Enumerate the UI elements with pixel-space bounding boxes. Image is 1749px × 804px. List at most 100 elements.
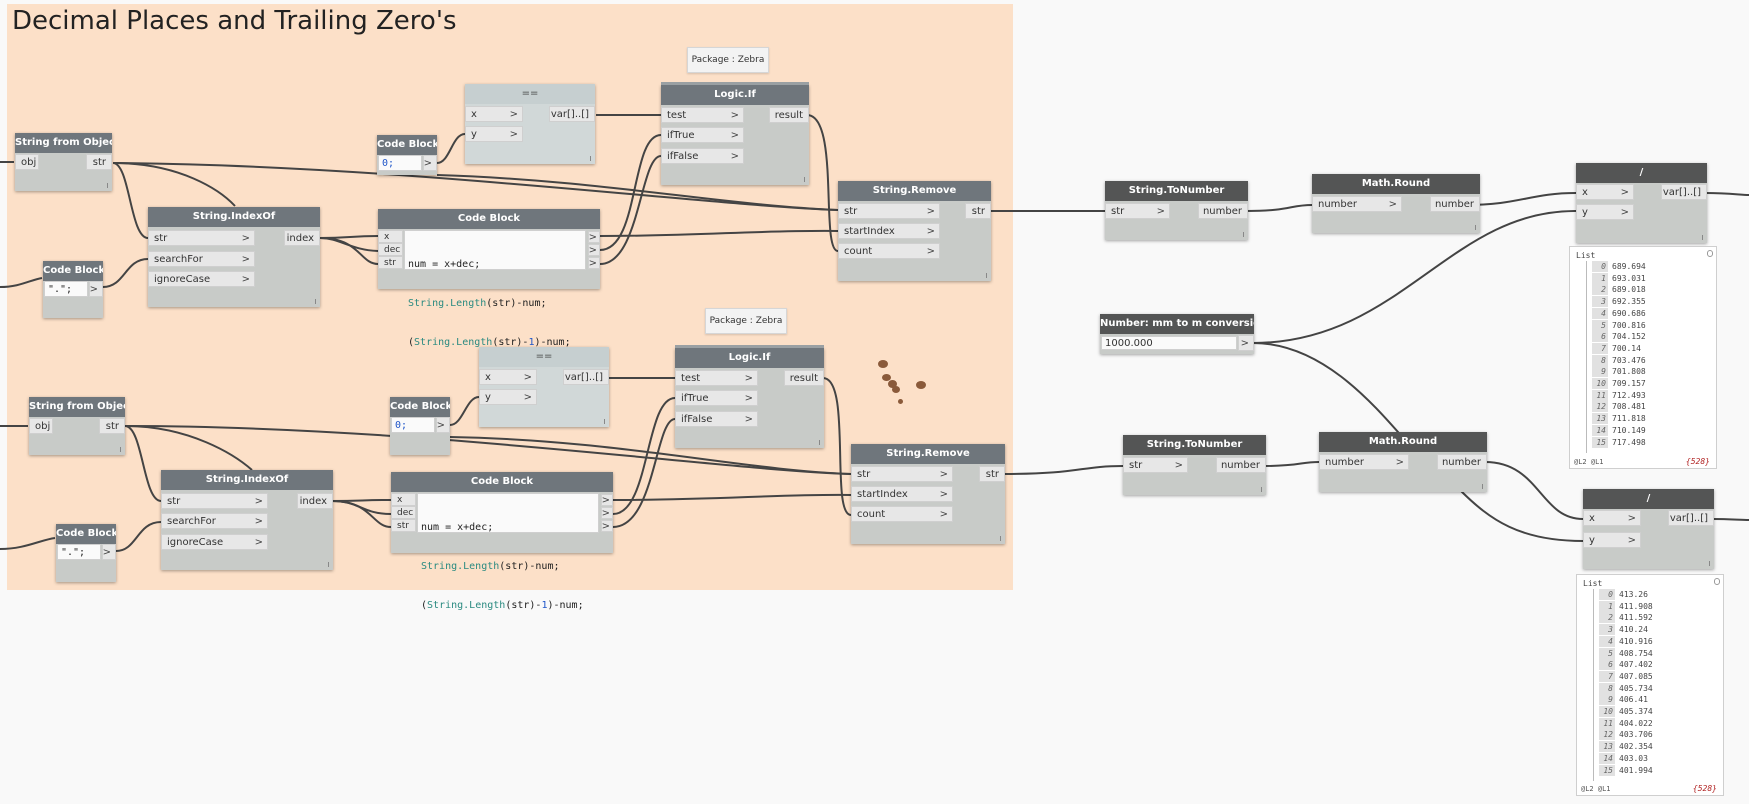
node-header[interactable]: Math.Round <box>1312 174 1480 194</box>
node-code-block-dot-bottom[interactable]: Code Block "."; > <box>56 524 116 582</box>
port-count[interactable]: count> <box>838 243 940 259</box>
port-out[interactable]: > <box>423 155 437 171</box>
port-str[interactable]: str> <box>148 230 255 246</box>
node-header[interactable]: Code Block <box>56 524 116 544</box>
port-number[interactable]: number <box>1198 203 1248 219</box>
port-out[interactable]: > <box>436 417 450 433</box>
resize-handle[interactable] <box>107 183 108 188</box>
port-iftrue[interactable]: ifTrue> <box>675 390 758 406</box>
port-y[interactable]: y> <box>1583 532 1641 548</box>
node-divide-top[interactable]: / x> y> var[]..[] <box>1576 163 1707 243</box>
port-iffalse[interactable]: ifFalse> <box>661 148 744 164</box>
node-string-remove-top[interactable]: String.Remove str> startIndex> count> st… <box>838 181 991 281</box>
port-x[interactable]: x> <box>1583 510 1641 526</box>
node-divide-bottom[interactable]: / x> y> var[]..[] <box>1583 489 1714 569</box>
port-out-3[interactable]: > <box>588 257 600 269</box>
node-header[interactable]: Code Block <box>377 135 437 155</box>
node-string-from-object-bottom[interactable]: String from Object obj str <box>29 397 125 455</box>
node-string-remove-bottom[interactable]: String.Remove str> startIndex> count> st… <box>851 444 1005 544</box>
port-iffalse[interactable]: ifFalse> <box>675 411 758 427</box>
code-editor[interactable]: num = x+dec; String.Length(str)-num; (St… <box>417 493 599 611</box>
node-header[interactable]: / <box>1576 163 1707 183</box>
port-dec[interactable]: dec <box>378 243 403 256</box>
port-str[interactable]: str> <box>1123 457 1188 473</box>
node-header[interactable]: Number: mm to m conversion <box>1100 314 1254 334</box>
node-header[interactable]: Code Block <box>378 209 600 229</box>
resize-handle[interactable] <box>804 177 805 182</box>
node-header[interactable]: Code Block <box>43 261 103 281</box>
port-test[interactable]: test> <box>675 370 758 386</box>
port-str[interactable]: str> <box>1105 203 1170 219</box>
resize-handle[interactable] <box>819 440 820 445</box>
node-code-block-dot-top[interactable]: Code Block "."; > <box>43 261 103 318</box>
resize-handle[interactable] <box>604 419 605 424</box>
port-str[interactable]: str <box>391 519 416 532</box>
node-string-indexof-bottom[interactable]: String.IndexOf str> searchFor> ignoreCas… <box>161 470 333 570</box>
node-code-block-zero-bottom[interactable]: Code Block 0; > <box>390 397 450 455</box>
resize-handle[interactable] <box>1702 235 1703 240</box>
code-editor[interactable]: "."; <box>44 281 88 297</box>
code-editor[interactable]: 0; <box>378 155 422 171</box>
code-editor[interactable]: "."; <box>57 544 101 560</box>
resize-handle[interactable] <box>1482 484 1483 489</box>
node-header[interactable]: String.Remove <box>838 181 991 201</box>
port-str[interactable]: str <box>86 154 112 170</box>
node-code-block-formula-bottom[interactable]: Code Block x dec str num = x+dec; String… <box>391 472 613 611</box>
code-editor[interactable]: 0; <box>391 417 435 433</box>
port-var[interactable]: var[]..[] <box>1661 184 1707 200</box>
node-header[interactable]: String.Remove <box>851 444 1005 464</box>
port-startindex[interactable]: startIndex> <box>851 486 953 502</box>
node-header[interactable]: / <box>1583 489 1714 509</box>
node-header[interactable]: Code Block <box>391 472 613 492</box>
node-code-block-formula-top[interactable]: Code Block x dec str num = x+dec; String… <box>378 209 600 348</box>
port-searchfor[interactable]: searchFor> <box>148 251 255 267</box>
port-dec[interactable]: dec <box>391 506 416 519</box>
resize-handle[interactable] <box>590 156 591 161</box>
resize-handle[interactable] <box>315 299 316 304</box>
node-header[interactable]: == <box>465 84 595 104</box>
port-result[interactable]: result <box>784 370 824 386</box>
scroll-icon[interactable] <box>1707 250 1713 257</box>
port-x[interactable]: x> <box>465 106 523 122</box>
port-index[interactable]: index <box>284 230 320 246</box>
node-string-from-object-top[interactable]: String from Object obj str <box>15 133 112 191</box>
node-mm-to-m-conversion[interactable]: Number: mm to m conversion 1000.000 > <box>1100 314 1254 354</box>
port-y[interactable]: y> <box>1576 204 1634 220</box>
port-ignorecase[interactable]: ignoreCase> <box>148 271 255 287</box>
port-str[interactable]: str <box>99 418 125 434</box>
port-out-3[interactable]: > <box>601 520 613 532</box>
port-number[interactable]: number> <box>1312 196 1402 212</box>
port-var[interactable]: var[]..[] <box>1668 510 1714 526</box>
node-math-round-top[interactable]: Math.Round number> number <box>1312 174 1480 233</box>
port-str[interactable]: str> <box>161 493 268 509</box>
port-index[interactable]: index <box>297 493 333 509</box>
scroll-icon[interactable] <box>1714 578 1720 585</box>
resize-handle[interactable] <box>1243 232 1244 237</box>
port-obj[interactable]: obj <box>29 418 53 434</box>
node-header[interactable]: Logic.If <box>661 85 809 105</box>
resize-handle[interactable] <box>1475 225 1476 230</box>
port-out-2[interactable]: > <box>601 507 613 519</box>
node-header[interactable]: String from Object <box>29 397 125 417</box>
resize-handle[interactable] <box>1709 561 1710 566</box>
port-out-1[interactable]: > <box>588 231 600 243</box>
node-string-tonumber-top[interactable]: String.ToNumber str> number <box>1105 181 1248 240</box>
resize-handle[interactable] <box>328 562 329 567</box>
port-out-1[interactable]: > <box>601 494 613 506</box>
node-logic-if-bottom[interactable]: Logic.If test> ifTrue> ifFalse> result <box>675 348 824 448</box>
port-str[interactable]: str> <box>851 466 953 482</box>
port-startindex[interactable]: startIndex> <box>838 223 940 239</box>
port-y[interactable]: y> <box>479 389 537 405</box>
port-number[interactable]: number> <box>1319 454 1409 470</box>
node-header[interactable]: == <box>479 347 609 367</box>
port-out-2[interactable]: > <box>588 244 600 256</box>
node-code-block-zero-top[interactable]: Code Block 0; > <box>377 135 437 175</box>
port-str-out[interactable]: str <box>979 466 1005 482</box>
port-out[interactable]: > <box>102 544 116 560</box>
code-editor[interactable]: num = x+dec; String.Length(str)-num; (St… <box>404 230 586 348</box>
node-math-round-bottom[interactable]: Math.Round number> number <box>1319 432 1487 492</box>
resize-handle[interactable] <box>120 447 121 452</box>
resize-handle[interactable] <box>986 273 987 278</box>
port-str-out[interactable]: str <box>965 203 991 219</box>
